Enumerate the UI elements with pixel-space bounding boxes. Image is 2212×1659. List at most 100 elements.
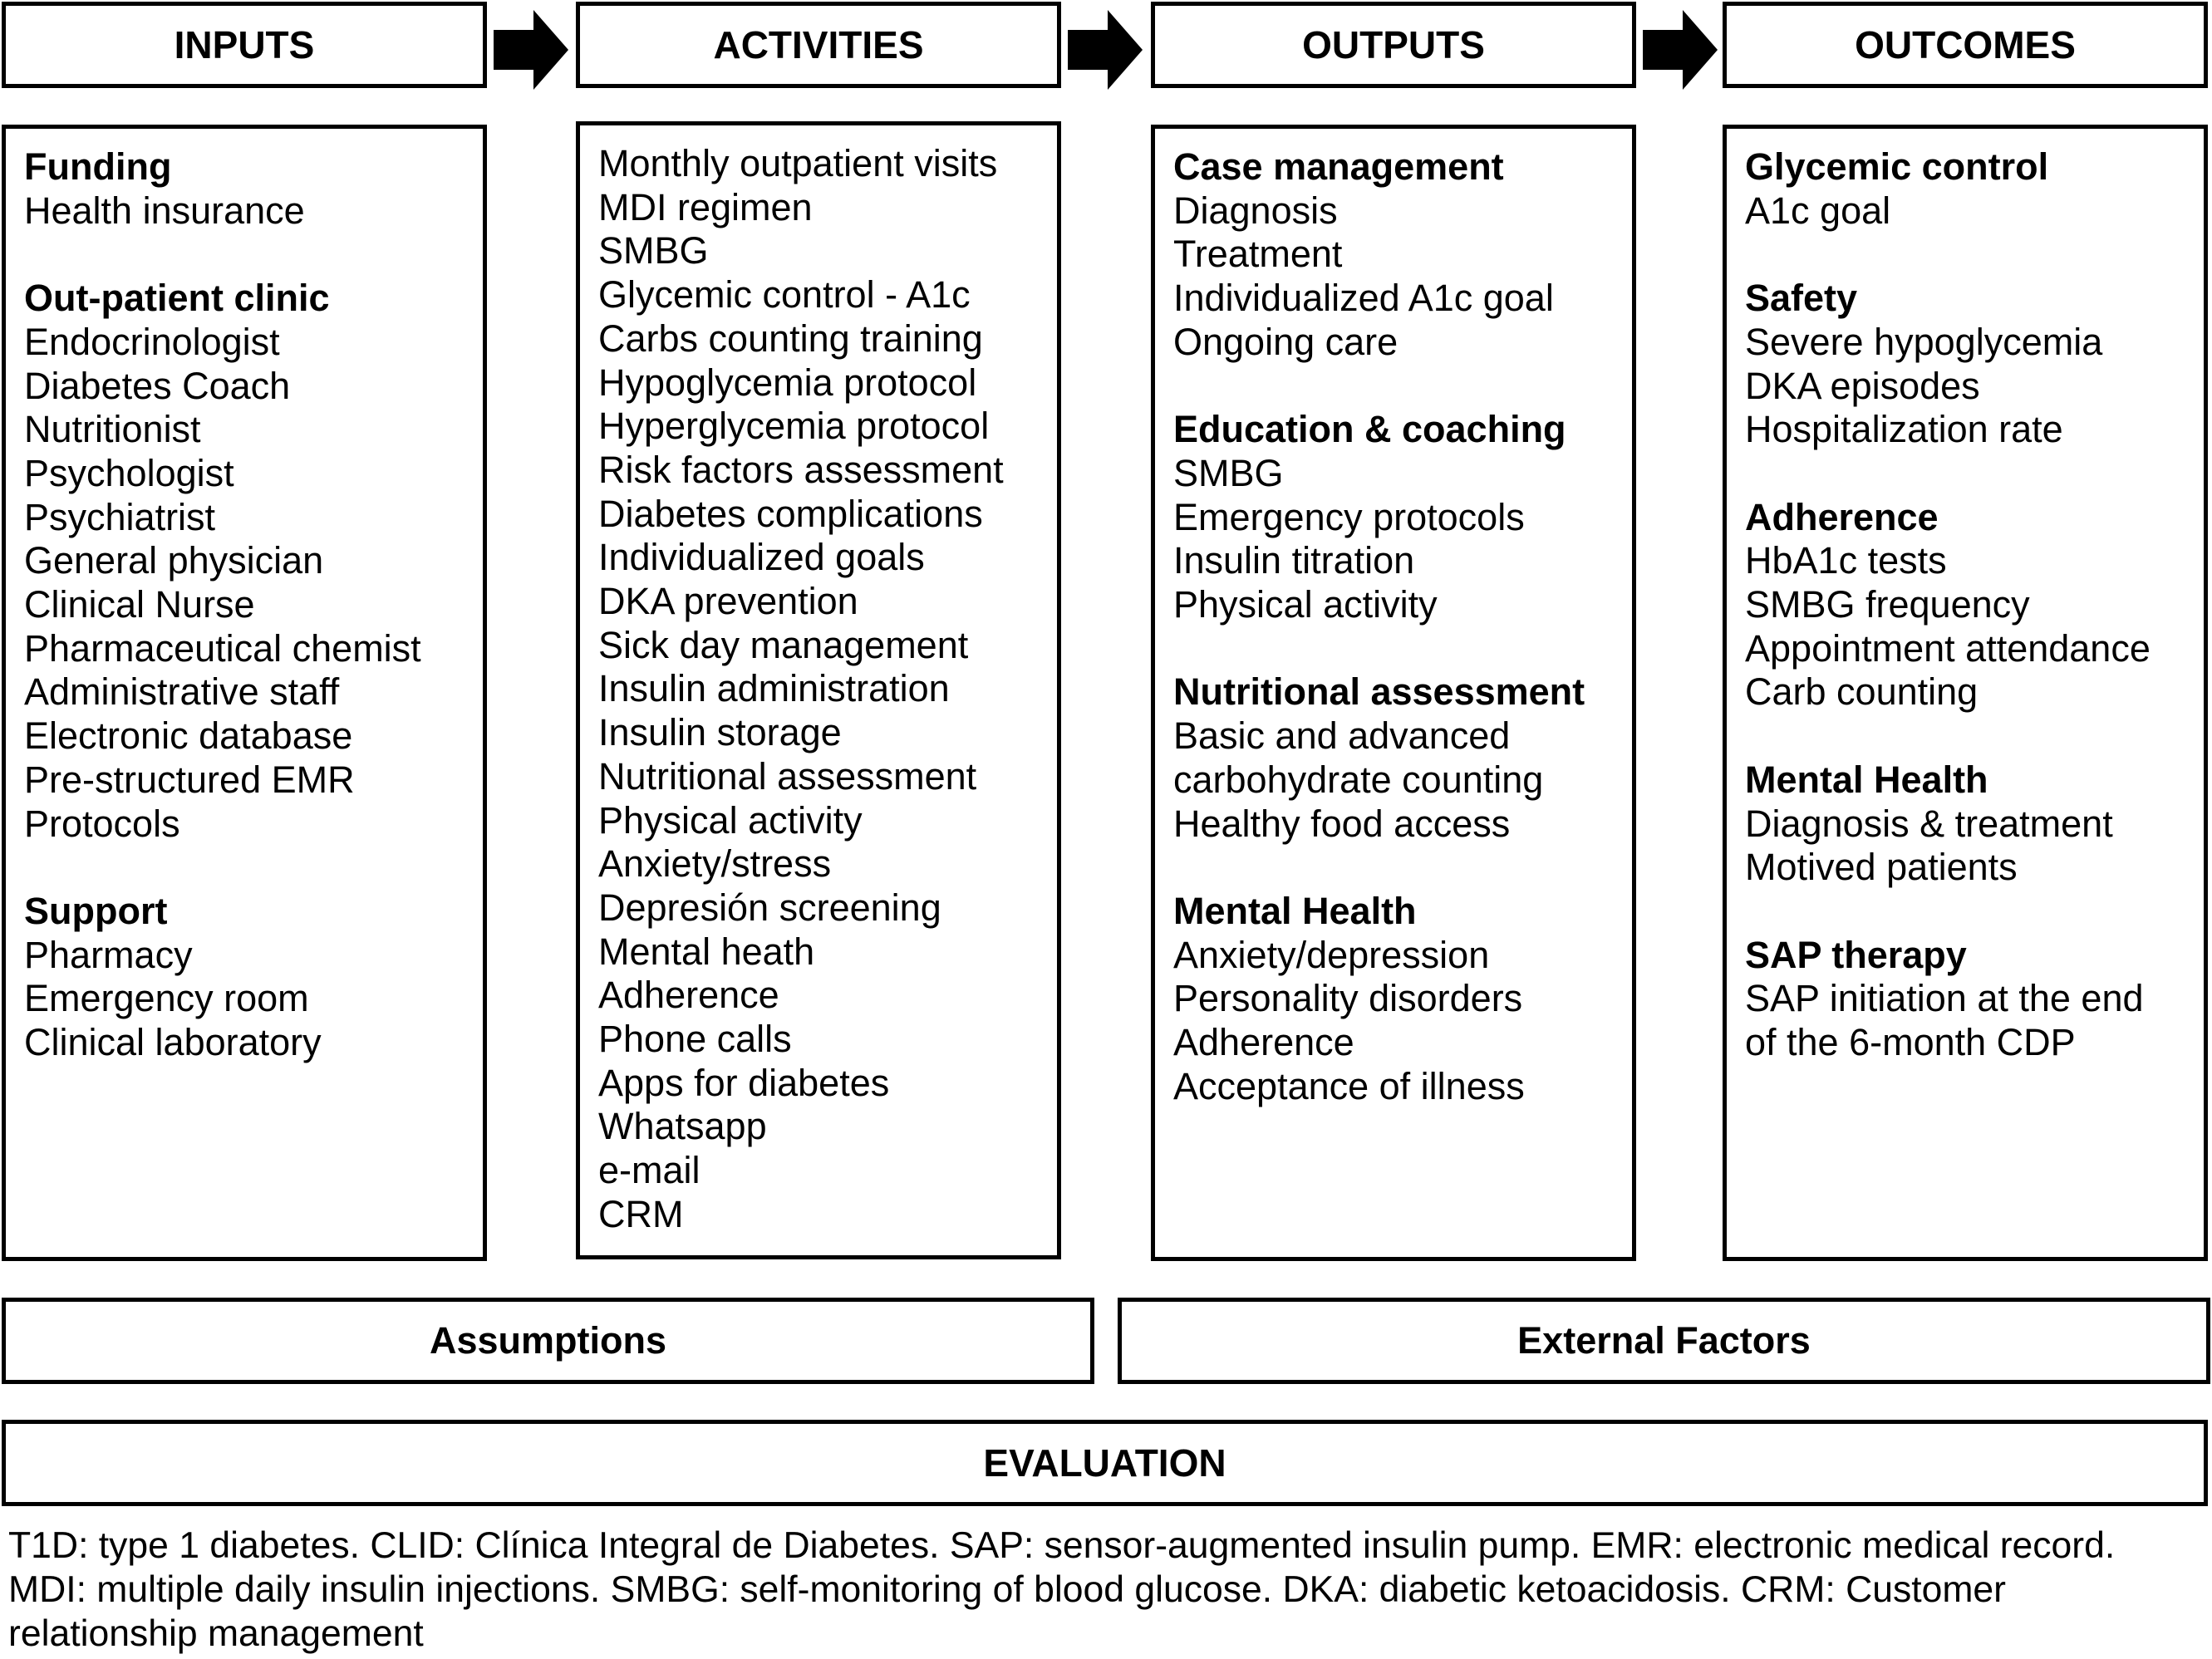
outcomes-header-label: OUTCOMES — [1855, 23, 2076, 66]
list-item: Individualized goals — [598, 536, 925, 579]
activities-header: ACTIVITIES — [576, 2, 1061, 88]
arrow-right-icon — [494, 10, 568, 90]
list-item: Acceptance of illness — [1173, 1064, 1525, 1107]
list-item: Physical activity — [1173, 583, 1438, 626]
list-item: Adherence — [1173, 1021, 1354, 1064]
assumptions-box: Assumptions — [2, 1298, 1094, 1384]
list-item: Insulin administration — [598, 667, 950, 710]
list-item: Diagnosis & treatment — [1745, 802, 2113, 845]
section-heading: Funding — [24, 145, 172, 188]
list-item: Psychologist — [24, 451, 234, 494]
list-item: SMBG — [598, 229, 709, 272]
list-item: Hypoglycemia protocol — [598, 361, 977, 404]
external-factors-label: External Factors — [1517, 1319, 1811, 1362]
list-item: Motived patients — [1745, 846, 2018, 889]
list-item: Sick day management — [598, 623, 969, 666]
list-item: Personality disorders — [1173, 977, 1523, 1020]
list-item: Whatsapp — [598, 1105, 767, 1148]
list-item: Glycemic control - A1c — [598, 273, 971, 317]
inputs-header-label: INPUTS — [174, 23, 315, 66]
list-item: Basic and advanced — [1173, 714, 1511, 758]
list-item: Clinical Nurse — [24, 583, 255, 626]
list-item: e-mail — [598, 1149, 700, 1192]
list-item: Treatment — [1173, 233, 1343, 276]
list-item: Carb counting — [1745, 670, 1979, 714]
list-item: Diagnosis — [1173, 189, 1338, 232]
list-item: Carbs counting training — [598, 317, 983, 360]
list-item: Individualized A1c goal — [1173, 277, 1554, 320]
list-item: Hyperglycemia protocol — [598, 405, 990, 448]
list-item: Administrative staff — [24, 670, 340, 714]
list-item: Physical activity — [598, 798, 863, 842]
list-item: Pre-structured EMR — [24, 758, 355, 801]
list-item: Healthy food access — [1173, 802, 1511, 845]
list-item: SMBG frequency — [1745, 583, 2030, 626]
inputs-header: INPUTS — [2, 2, 487, 88]
list-item: Monthly outpatient visits — [598, 142, 998, 184]
evaluation-box: EVALUATION — [2, 1420, 2208, 1506]
list-item: Clinical laboratory — [24, 1021, 322, 1064]
list-item: Anxiety/stress — [598, 842, 832, 886]
list-item: A1c goal — [1745, 189, 1891, 232]
list-item: Nutritionist — [24, 408, 201, 451]
list-item: Ongoing care — [1173, 320, 1398, 363]
list-item: Protocols — [24, 802, 180, 845]
section-heading: Case management — [1173, 145, 1504, 188]
section-heading: Nutritional assessment — [1173, 670, 1585, 714]
list-item: Mental heath — [598, 930, 815, 973]
list-item: carbohydrate counting — [1173, 758, 1544, 801]
section-heading: Out-patient clinic — [24, 277, 330, 320]
list-item: DKA prevention — [598, 580, 858, 623]
outputs-header: OUTPUTS — [1151, 2, 1636, 88]
list-item: Insulin storage — [598, 711, 842, 754]
list-item: Hospitalization rate — [1745, 408, 2063, 451]
list-item: DKA episodes — [1745, 364, 1980, 407]
list-item: Emergency room — [24, 977, 309, 1020]
list-item: Electronic database — [24, 714, 353, 758]
list-item: Anxiety/depression — [1173, 933, 1490, 976]
assumptions-label: Assumptions — [429, 1319, 667, 1362]
list-item: Risk factors assessment — [598, 448, 1004, 491]
list-item: Psychiatrist — [24, 495, 216, 538]
arrow-right-icon — [1068, 10, 1143, 90]
outcomes-header: OUTCOMES — [1723, 2, 2208, 88]
list-item: Diabetes Coach — [24, 364, 291, 407]
evaluation-label: EVALUATION — [983, 1441, 1226, 1485]
list-item: Pharmaceutical chemist — [24, 626, 421, 670]
list-item: Nutritional assessment — [598, 754, 977, 798]
list-item: Phone calls — [598, 1018, 792, 1061]
list-item: Depresión screening — [598, 886, 941, 929]
list-item: Adherence — [598, 974, 779, 1017]
list-item: General physician — [24, 539, 324, 582]
list-item: Health insurance — [24, 189, 305, 232]
list-item: Endocrinologist — [24, 320, 280, 363]
list-item: Appointment attendance — [1745, 626, 2151, 670]
list-item: Apps for diabetes — [598, 1061, 890, 1104]
external-factors-box: External Factors — [1118, 1298, 2210, 1384]
section-heading: Support — [24, 889, 168, 932]
list-item: SAP initiation at the end — [1745, 977, 2144, 1020]
list-item: Pharmacy — [24, 933, 193, 976]
list-item: Insulin titration — [1173, 539, 1415, 582]
footnote: T1D: type 1 diabetes. CLID: Clínica Inte… — [8, 1525, 2116, 1654]
list-item: of the 6-month CDP — [1745, 1021, 2076, 1063]
list-item: SMBG — [1173, 451, 1284, 494]
section-heading: Education & coaching — [1173, 408, 1566, 451]
section-heading: Safety — [1745, 277, 1858, 320]
list-item: MDI regimen — [598, 185, 813, 228]
